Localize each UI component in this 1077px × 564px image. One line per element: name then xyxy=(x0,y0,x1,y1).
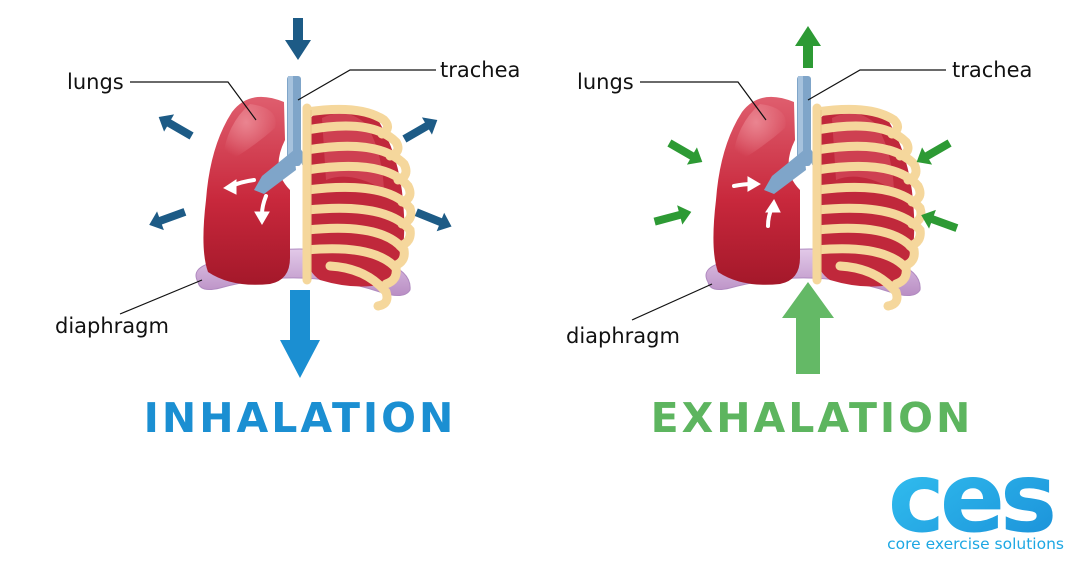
exhalation-compression-arrow-icons xyxy=(653,139,959,232)
compress-arrow-icon xyxy=(667,139,703,165)
compress-arrow-icon xyxy=(916,139,952,165)
expand-arrow-icon xyxy=(149,208,187,231)
exhalation-airflow-icons xyxy=(732,176,781,228)
logo-tagline: core exercise solutions xyxy=(887,535,1064,553)
compress-arrow-icon xyxy=(921,209,959,232)
exhalation-leader-lines xyxy=(631,69,946,321)
inhalation-leader-lines xyxy=(119,69,436,315)
exhalation-panel: lungs trachea diaphragm EXHALATION xyxy=(566,26,1032,442)
inhalation-panel: lungs trachea diaphragm INHALATION xyxy=(55,18,520,442)
inhalation-trachea-label: trachea xyxy=(440,58,520,82)
exhalation-diaphragm-up-arrow-icon xyxy=(782,282,834,374)
exhalation-diaphragm-label: diaphragm xyxy=(566,324,680,348)
inhalation-diaphragm-label: diaphragm xyxy=(55,314,169,338)
compress-arrow-icon xyxy=(653,205,692,226)
exhalation-lung-illustration xyxy=(706,76,921,306)
airflow-arrow-icon xyxy=(765,199,781,213)
exhalation-lungs-label: lungs xyxy=(577,70,634,94)
expand-arrow-icon xyxy=(402,117,438,143)
ces-logo: ces core exercise solutions xyxy=(887,442,1064,554)
inhalation-expansion-arrow-icons xyxy=(149,114,452,232)
exhalation-title: EXHALATION xyxy=(651,394,974,442)
exhalation-trachea-label: trachea xyxy=(952,58,1032,82)
exhalation-air-out-arrow-icon xyxy=(795,26,821,68)
inhalation-lung-illustration xyxy=(196,76,411,306)
airflow-arrow-icon xyxy=(747,176,761,192)
expand-arrow-icon xyxy=(414,208,452,232)
inhalation-air-in-arrow-icon xyxy=(285,18,311,60)
inhalation-lungs-label: lungs xyxy=(67,70,124,94)
logo-wordmark: ces xyxy=(888,442,1053,554)
airflow-arrow-icon xyxy=(254,211,270,225)
inhalation-diaphragm-down-arrow-icon xyxy=(280,290,320,378)
inhalation-airflow-icons xyxy=(223,178,270,225)
inhalation-title: INHALATION xyxy=(144,394,457,442)
airflow-arrow-icon xyxy=(223,179,237,195)
expand-arrow-icon xyxy=(158,114,194,140)
